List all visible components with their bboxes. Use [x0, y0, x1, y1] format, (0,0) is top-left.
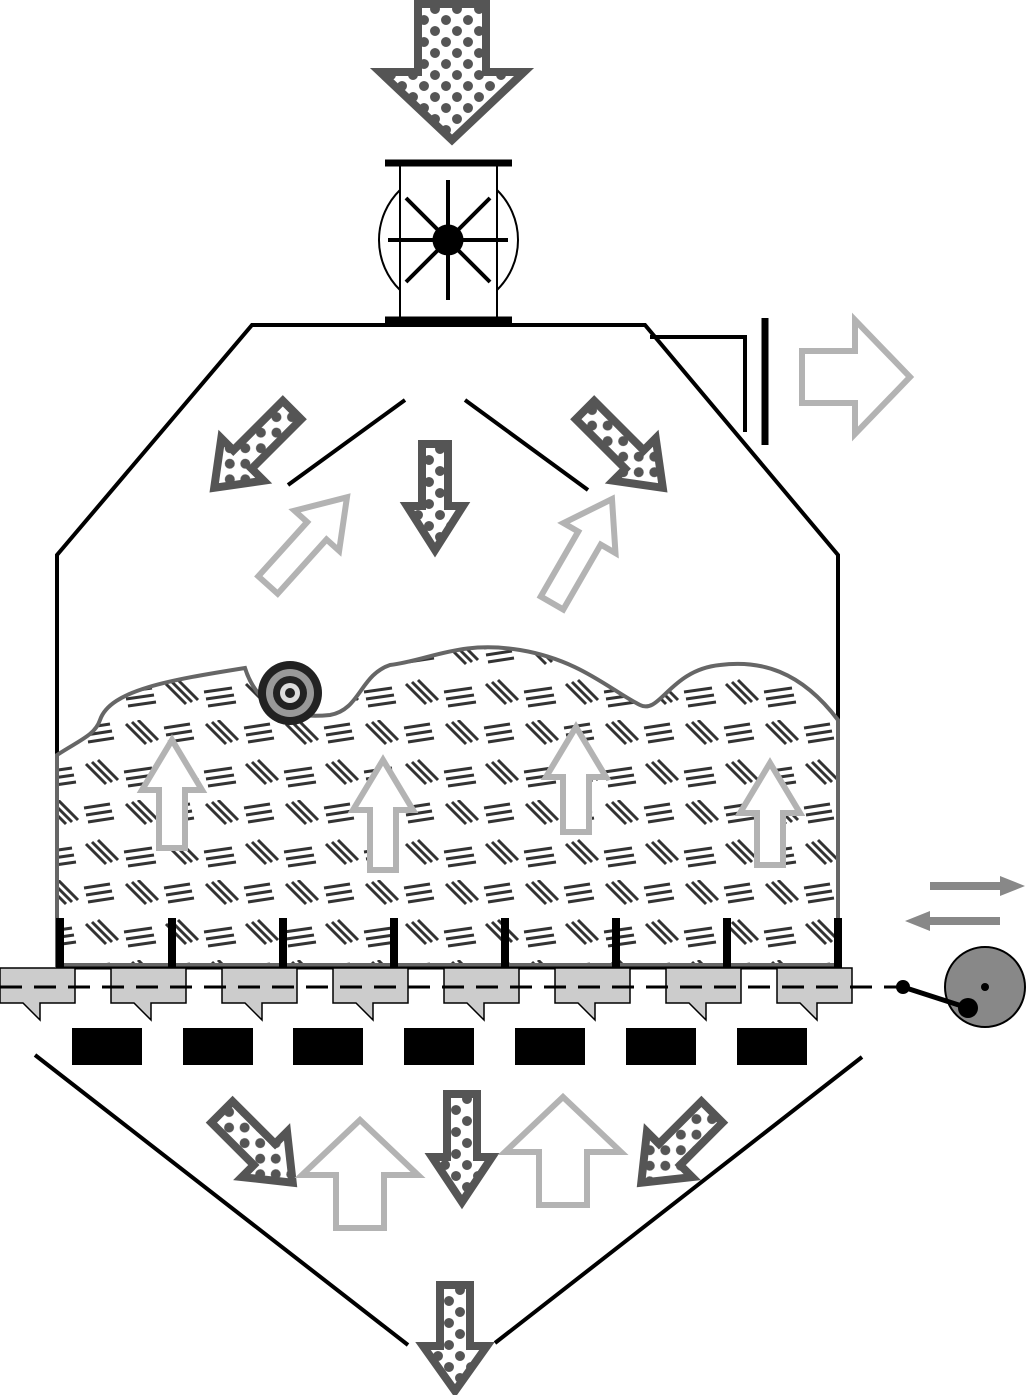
grate-plate	[110, 967, 187, 1022]
level-sensor-icon	[258, 661, 322, 725]
grate-plate	[332, 967, 409, 1022]
support-block	[404, 1028, 474, 1065]
grate-plate	[554, 967, 631, 1022]
material-flow-arrow-icon	[399, 440, 471, 558]
grate-plate	[776, 967, 853, 1022]
material-bed	[55, 645, 840, 967]
housing	[33, 318, 864, 1347]
grate-plate	[221, 967, 298, 1022]
gas-flow-arrow-icon	[254, 493, 351, 598]
grate-plate	[665, 967, 742, 1022]
material-flow-arrow-icon	[570, 395, 668, 493]
support-block	[737, 1028, 807, 1065]
gas-outlet-arrow-icon	[799, 312, 915, 442]
gas-inlet-arrow-icon	[497, 1092, 629, 1208]
material-flow-arrow-icon	[424, 1090, 500, 1210]
support-block	[626, 1028, 696, 1065]
support-block	[293, 1028, 363, 1065]
gas-flow-arrow-icon	[136, 734, 208, 851]
support-block	[72, 1028, 142, 1065]
gas-flow-arrow-icon	[536, 494, 619, 614]
material-flow-arrow-icon	[209, 395, 307, 493]
material-flow-arrow-icon	[636, 1095, 729, 1188]
grate-plate	[443, 967, 520, 1022]
support-block	[183, 1028, 253, 1065]
crank-drive-icon	[896, 946, 1026, 1028]
gas-flow-arrow-icon	[734, 757, 806, 868]
grate	[0, 918, 853, 1065]
material-flow-arrow-icon	[205, 1095, 298, 1188]
support-block	[515, 1028, 585, 1065]
grate-plate	[0, 967, 76, 1022]
feed-inlet-arrow-icon	[369, 0, 535, 146]
gas-inlet-arrow-icon	[294, 1115, 426, 1231]
gas-flow-arrow-icon	[347, 754, 419, 873]
rotary-feeder-icon	[377, 159, 520, 324]
discharge-arrow-icon	[415, 1281, 495, 1395]
gas-flow-arrow-icon	[540, 721, 612, 835]
reciprocating-motion-icon	[905, 876, 1025, 931]
